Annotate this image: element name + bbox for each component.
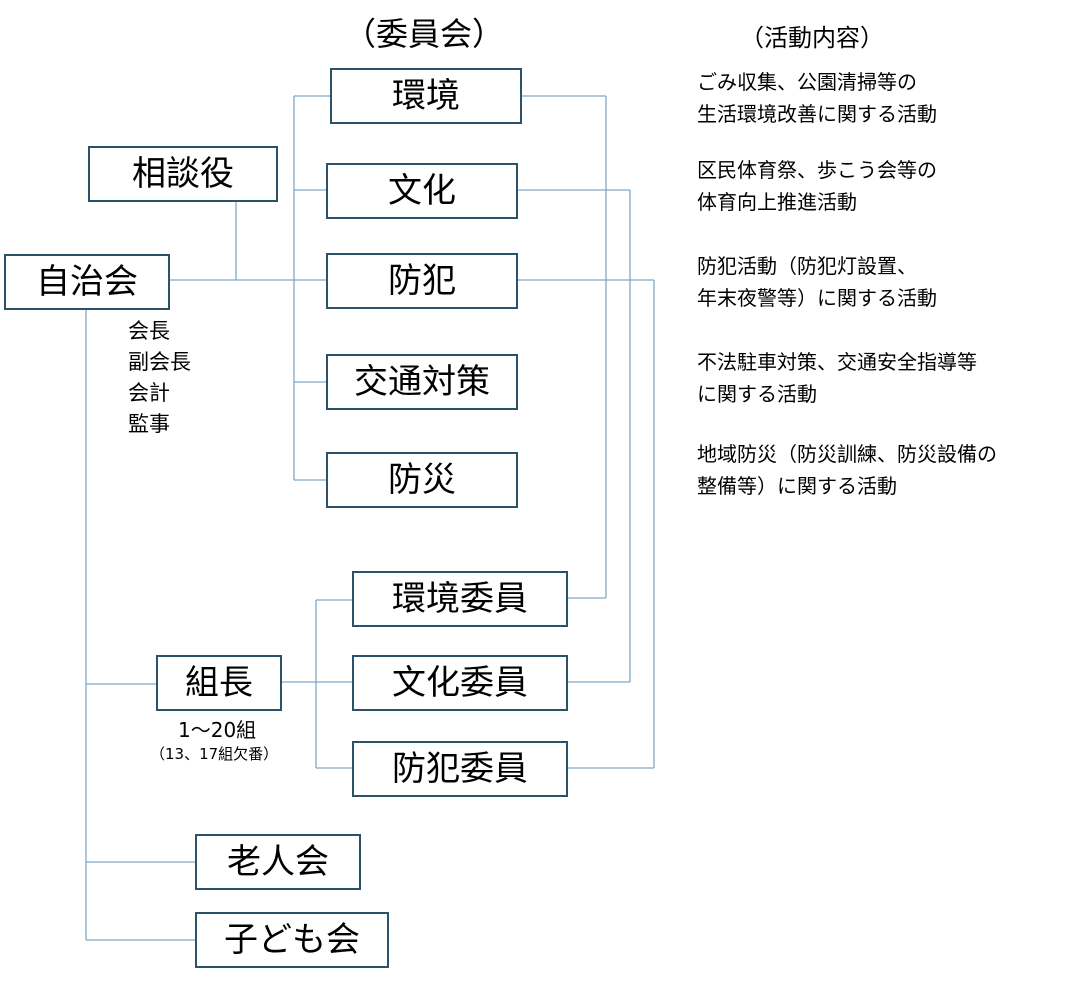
officers-list: 会長 副会長 会計 監事: [128, 316, 191, 440]
committee-box-koutsuu-taisaku: 交通対策: [326, 354, 518, 410]
committee-label: 防災: [388, 460, 456, 500]
jichikai-label: 自治会: [36, 262, 138, 302]
committee-label: 文化: [388, 171, 456, 211]
activity-line: 体育向上推進活動: [697, 190, 857, 214]
committee-heading: （委員会）: [344, 15, 505, 53]
officer-item: 監事: [128, 412, 170, 436]
roujinkai-box: 老人会: [195, 834, 361, 890]
activity-item: 地域防災（防災訓練、防災設備の 整備等）に関する活動: [697, 438, 997, 502]
member-box-bunka: 文化委員: [352, 655, 568, 711]
activity-heading: （活動内容）: [740, 24, 884, 52]
activity-line: に関する活動: [697, 382, 817, 406]
activity-line: 区民体育祭、歩こう会等の: [697, 158, 937, 182]
committee-label: 交通対策: [354, 362, 490, 402]
member-box-kankyou: 環境委員: [352, 571, 568, 627]
member-label: 環境委員: [392, 579, 528, 619]
activity-line: ごみ収集、公園清掃等の: [697, 70, 917, 94]
jichikai-box: 自治会: [4, 254, 170, 310]
member-box-bouhan: 防犯委員: [352, 741, 568, 797]
soudanyaku-label: 相談役: [132, 154, 234, 194]
activity-line: 不法駐車対策、交通安全指導等: [697, 350, 977, 374]
activity-item: 防犯活動（防犯灯設置、 年末夜警等）に関する活動: [697, 250, 937, 314]
officer-item: 会計: [128, 381, 170, 405]
committee-box-kankyou: 環境: [330, 68, 522, 124]
officer-item: 副会長: [128, 350, 191, 374]
kodomokai-box: 子ども会: [195, 912, 389, 968]
kumichou-box: 組長: [156, 655, 282, 711]
roujinkai-label: 老人会: [227, 842, 329, 882]
activity-line: 生活環境改善に関する活動: [697, 102, 937, 126]
activity-item: ごみ収集、公園清掃等の 生活環境改善に関する活動: [697, 66, 937, 130]
activity-line: 年末夜警等）に関する活動: [697, 286, 937, 310]
member-label: 文化委員: [392, 663, 528, 703]
member-label: 防犯委員: [392, 749, 528, 789]
activity-line: 整備等）に関する活動: [697, 474, 897, 498]
activity-item: 不法駐車対策、交通安全指導等 に関する活動: [697, 346, 977, 410]
kumichou-label: 組長: [185, 663, 253, 703]
activity-line: 防犯活動（防犯灯設置、: [697, 254, 917, 278]
activity-line: 地域防災（防災訓練、防災設備の: [697, 442, 997, 466]
kumi-range: 1～20組: [178, 718, 257, 742]
kumi-missing: （13、17組欠番）: [150, 745, 279, 763]
kodomokai-label: 子ども会: [224, 920, 360, 960]
soudanyaku-box: 相談役: [88, 146, 278, 202]
committee-box-bouhan: 防犯: [326, 253, 518, 309]
officer-item: 会長: [128, 319, 170, 343]
committee-label: 防犯: [388, 261, 456, 301]
committee-box-bousai: 防災: [326, 452, 518, 508]
committee-label: 環境: [392, 76, 460, 116]
committee-box-bunka: 文化: [326, 163, 518, 219]
kumi-note: 1～20組 （13、17組欠番）: [150, 717, 278, 765]
activity-item: 区民体育祭、歩こう会等の 体育向上推進活動: [697, 154, 937, 218]
